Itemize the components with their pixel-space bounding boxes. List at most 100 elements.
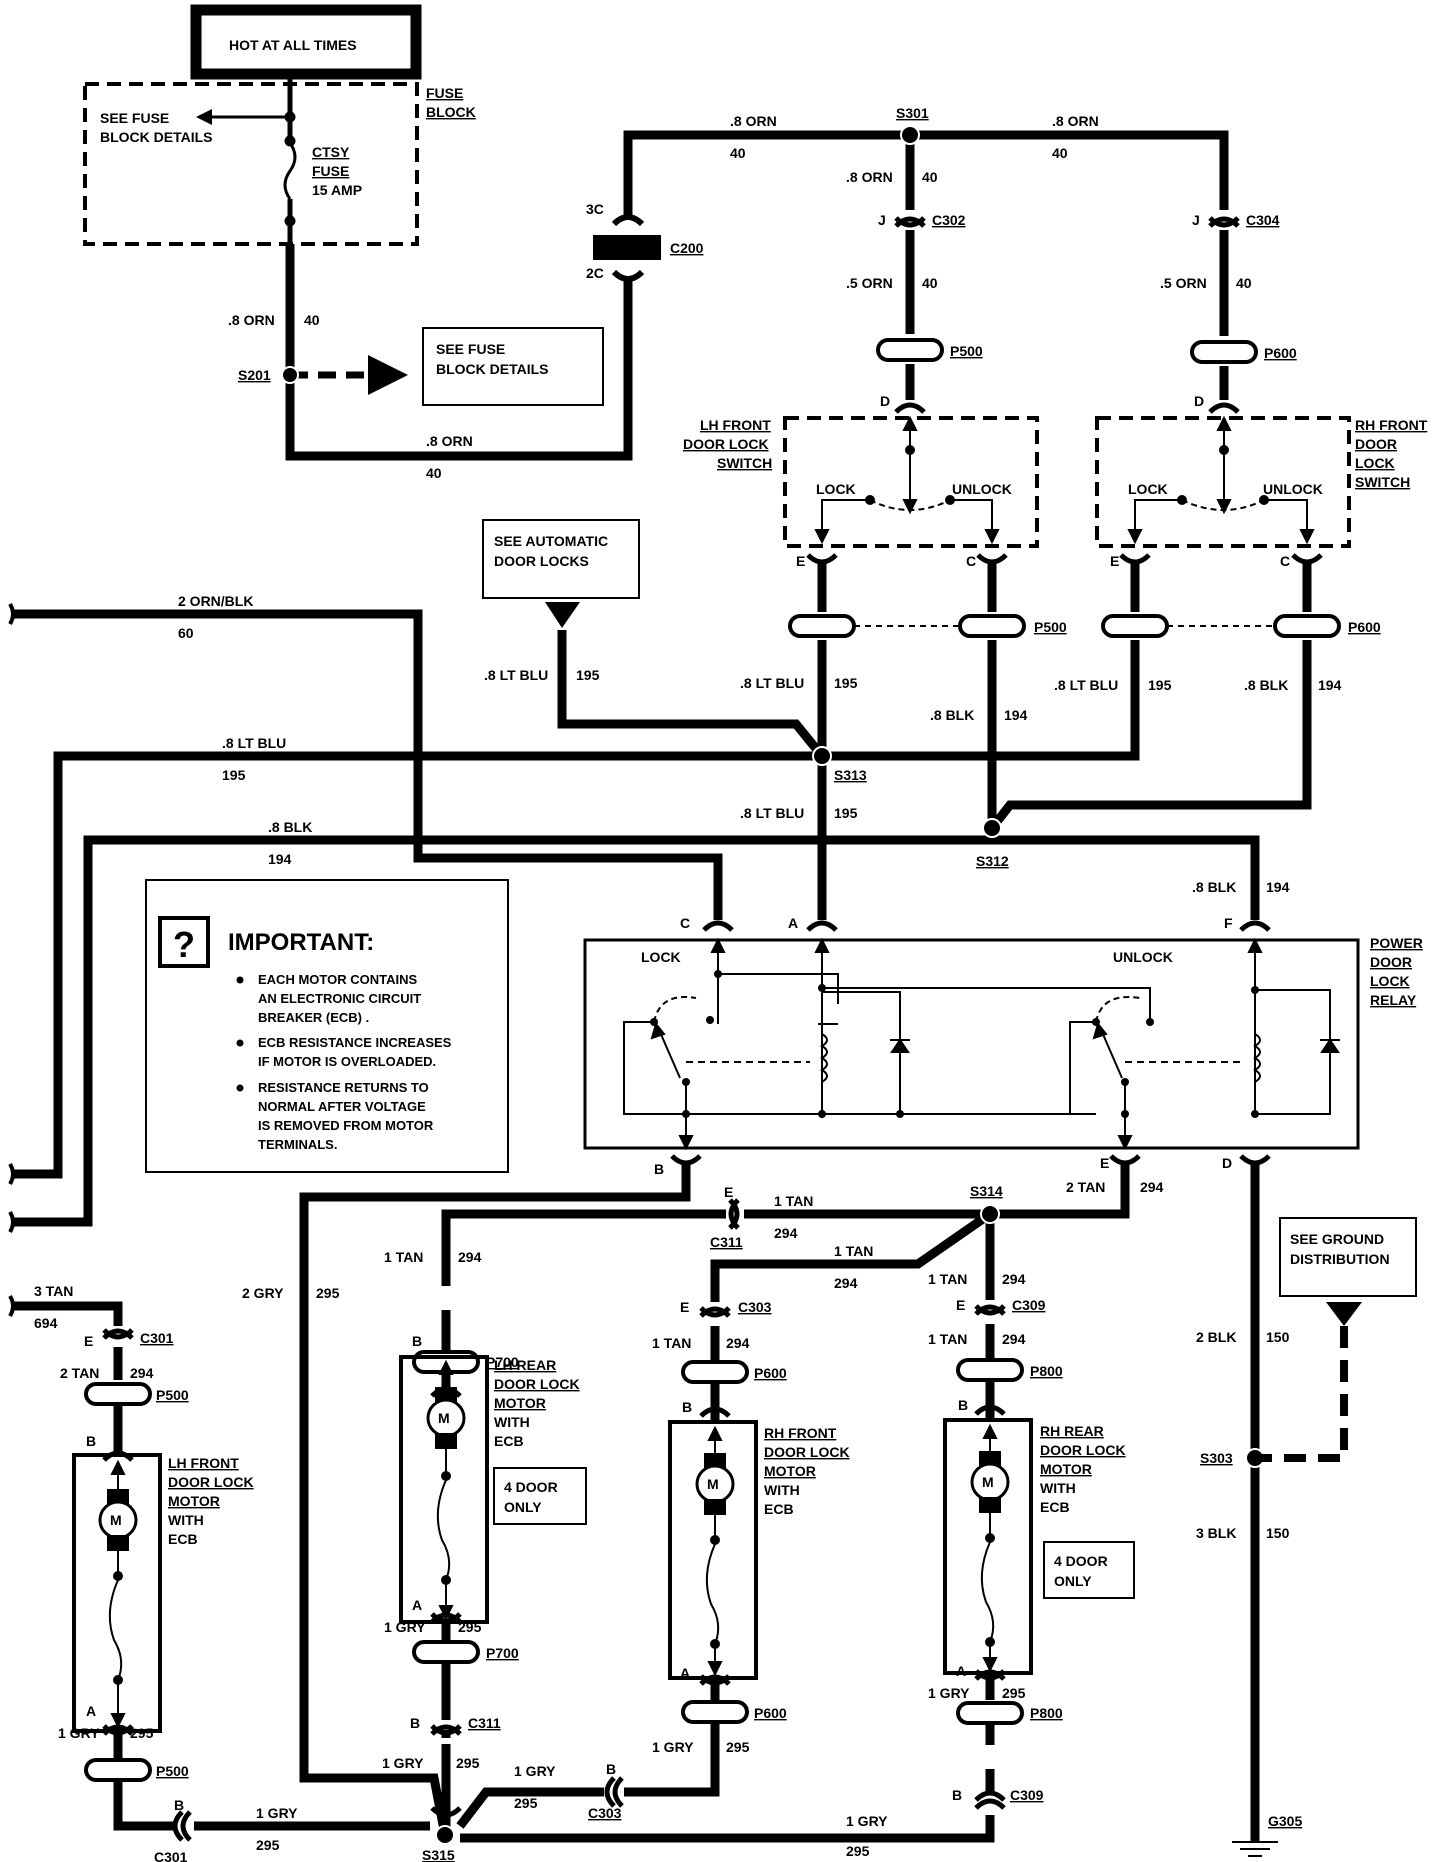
four-door-note-2a: 4 DOOR: [1054, 1553, 1108, 1569]
c309b-label: C309: [1010, 1787, 1044, 1803]
wire-w10a: .8 LT BLU: [740, 675, 804, 691]
pin-j2: J: [1192, 212, 1200, 228]
see-ground-line1: SEE GROUND: [1290, 1231, 1384, 1247]
wire-w36a: 2 BLK: [1196, 1329, 1236, 1345]
wire-w28a: 1 TAN: [928, 1331, 967, 1347]
important-b1-l1: EACH MOTOR CONTAINS: [258, 972, 417, 987]
lh-switch-lock: LOCK: [816, 481, 856, 497]
rf-pin-e: E: [680, 1299, 689, 1315]
c304-label: C304: [1246, 212, 1280, 228]
hot-at-all-times-box: [190, 4, 422, 80]
four-door-note-2: [1043, 1541, 1135, 1599]
fuse-block-outline: [83, 82, 419, 246]
relay-title-4: RELAY: [1370, 992, 1417, 1008]
wire-w4a: .8 ORN: [1052, 113, 1099, 129]
motor-m-rh-rear: M: [982, 1474, 994, 1490]
wire-w35b: 295: [846, 1843, 870, 1859]
c301-label: C301: [140, 1330, 174, 1346]
lr-pin-bb: B: [410, 1715, 420, 1731]
power-door-lock-relay-box: [583, 938, 1360, 1150]
wire-w24b: 294: [458, 1249, 482, 1265]
relay-pin-f: F: [1224, 915, 1233, 931]
lf-pin-a: A: [86, 1703, 96, 1719]
rr-pin-bb: B: [952, 1787, 962, 1803]
lh-rear-motor-l5: ECB: [494, 1433, 524, 1449]
lh-switch-unlock: UNLOCK: [952, 481, 1012, 497]
s315-label: S315: [422, 1847, 455, 1862]
lh-rear-motor-l1: LH REAR: [494, 1357, 556, 1373]
lh-switch-title-2: DOOR LOCK: [683, 436, 769, 452]
wire-w35a: 1 GRY: [846, 1813, 888, 1829]
wire-w23a: 1 TAN: [774, 1193, 813, 1209]
wire-w10b: 195: [834, 675, 858, 691]
pin-2c: 2C: [586, 265, 604, 281]
hot-at-all-times-label: HOT AT ALL TIMES: [229, 37, 357, 53]
wire-w25a: 1 TAN: [834, 1243, 873, 1259]
important-title: IMPORTANT:: [228, 929, 374, 956]
wire-w21b: 295: [256, 1837, 280, 1853]
wire-w3b: 40: [730, 145, 746, 161]
motor-boxes: [72, 1355, 1033, 1733]
wire-w6b: 40: [922, 275, 938, 291]
see-fuse-box: [422, 327, 604, 406]
important-b1-l2: AN ELECTRONIC CIRCUIT: [258, 991, 421, 1006]
wire-w34b: 295: [1002, 1685, 1026, 1701]
wire-w31a: 1 GRY: [382, 1755, 424, 1771]
rh-switch-lock: LOCK: [1128, 481, 1168, 497]
rh-front-motor-l1: RH FRONT: [764, 1425, 837, 1441]
four-door-note-1a: 4 DOOR: [504, 1479, 558, 1495]
wire-w15b: 195: [834, 805, 858, 821]
lh-rear-motor-l4: WITH: [494, 1414, 530, 1430]
motor-dots: [113, 1471, 995, 1685]
p500a-label: P500: [950, 343, 983, 359]
lf-pin-e: E: [84, 1333, 93, 1349]
main-wires: [14, 130, 1312, 1843]
pin-d2: D: [1194, 393, 1204, 409]
lf-pin-b: B: [86, 1433, 96, 1449]
wire-w1b: 40: [304, 312, 320, 328]
relay-pin-e: E: [1100, 1155, 1109, 1171]
rh-switch-unlock: UNLOCK: [1263, 481, 1323, 497]
p500d-label: P500: [156, 1763, 189, 1779]
wire-w14a: .8 BLK: [1244, 677, 1288, 693]
s314-label: S314: [970, 1183, 1003, 1199]
rh-switch-outline: [1095, 416, 1351, 548]
see-automatic-arrow: [545, 602, 580, 628]
ground-symbol: [1232, 1841, 1278, 1857]
p700a-label: P700: [486, 1354, 519, 1370]
p800b-label: P800: [1030, 1705, 1063, 1721]
p600d-label: P600: [754, 1705, 787, 1721]
rh-switch-title-1: RH FRONT: [1355, 417, 1428, 433]
wire-w36b: 150: [1266, 1329, 1290, 1345]
wire-w14b: 194: [1318, 677, 1342, 693]
wire-w22a: 2 GRY: [242, 1285, 284, 1301]
wire-w26a: 2 TAN: [1066, 1179, 1105, 1195]
s314-pin-e: E: [724, 1184, 733, 1200]
see-fuse-box-line1: SEE FUSE: [436, 341, 505, 357]
wire-w4b: 40: [1052, 145, 1068, 161]
wire-w32a: 1 GRY: [514, 1763, 556, 1779]
relay-nodes: [650, 970, 1259, 1118]
important-b3-l4: TERMINALS.: [258, 1137, 337, 1152]
rf-pin-a: A: [680, 1665, 690, 1681]
wire-w26b: 294: [1140, 1179, 1164, 1195]
wire-w5b: 40: [922, 169, 938, 185]
pin-c1: C: [966, 553, 976, 569]
rh-switch-title-2: DOOR: [1355, 436, 1397, 452]
switch-internals: [814, 415, 1315, 545]
wire-w11a: .8 LT BLU: [222, 735, 286, 751]
important-b2-l2: IF MOTOR IS OVERLOADED.: [258, 1054, 436, 1069]
wire-w20a: 1 GRY: [58, 1725, 100, 1741]
important-b1-l3: BREAKER (ECB) .: [258, 1010, 369, 1025]
rh-front-motor-l3: MOTOR: [764, 1463, 816, 1479]
see-automatic-box: [482, 519, 640, 599]
wire-w22b: 295: [316, 1285, 340, 1301]
wire-w18b: 694: [34, 1315, 58, 1331]
p600c-label: P600: [754, 1365, 787, 1381]
wire-w37a: 3 BLK: [1196, 1525, 1236, 1541]
wire-w25b: 294: [834, 1275, 858, 1291]
fuse-block-see-2: BLOCK DETAILS: [100, 129, 213, 145]
pin-c2: C: [1280, 553, 1290, 569]
wire-w27a: 1 TAN: [928, 1271, 967, 1287]
